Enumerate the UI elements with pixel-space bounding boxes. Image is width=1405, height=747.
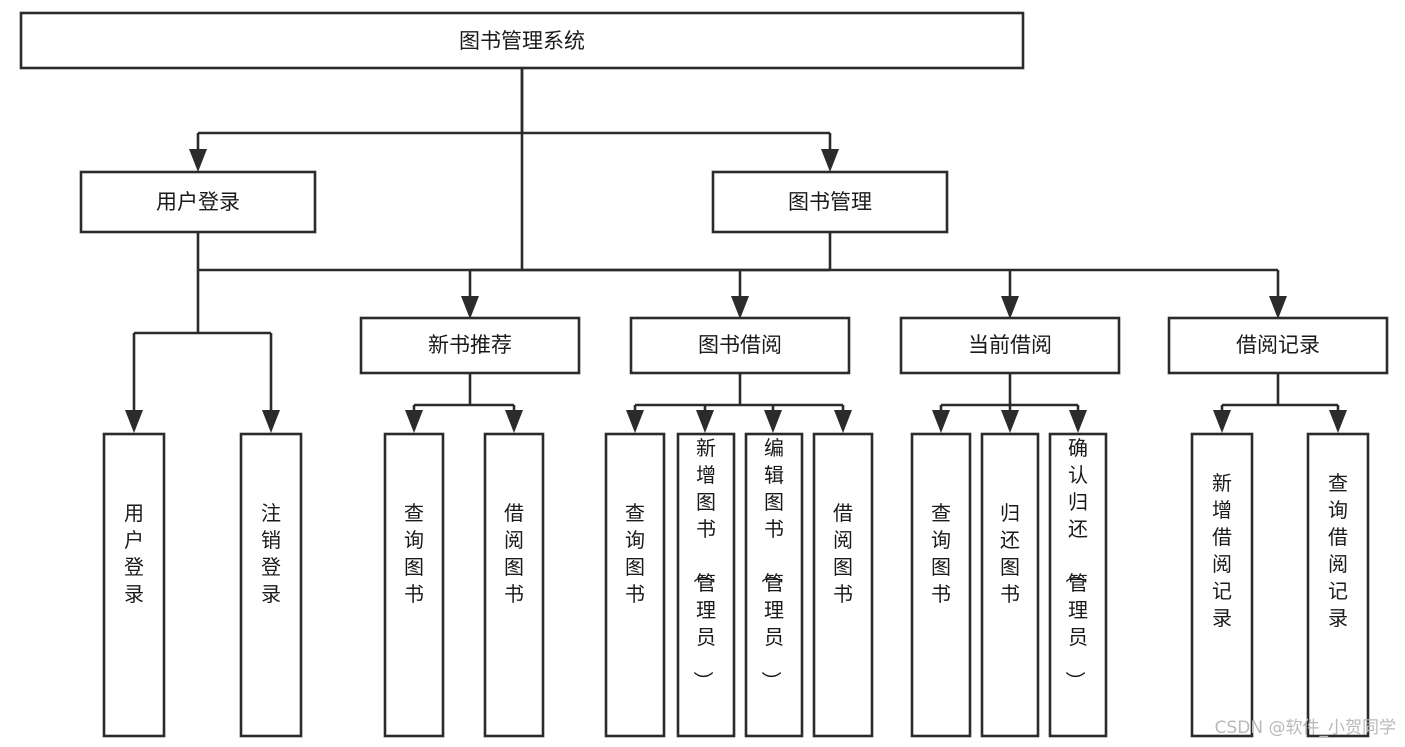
leaf-borrow-book-2[interactable]: 借阅图书 [812, 432, 874, 738]
node-user-login[interactable]: 用户登录 [79, 170, 317, 234]
leaf-borrow-book-2-box[interactable] [812, 432, 874, 738]
arrow-leaf-user-logout [262, 410, 280, 433]
leaf-query-record-box[interactable] [1306, 432, 1370, 738]
node-root-box[interactable] [19, 11, 1025, 70]
connector-layer [125, 68, 1347, 433]
arrow-leaf-query-book-2 [626, 410, 644, 433]
node-new-book-recommend-label: 新书推荐 [428, 333, 512, 357]
node-borrow-record-box[interactable] [1167, 316, 1389, 375]
leaf-add-book[interactable]: 新增图书（管理员） [676, 432, 736, 738]
leaf-query-book-1-label: 查询图书 [404, 501, 424, 606]
leaf-user-logout-label: 注销登录 [261, 501, 281, 606]
leaf-add-record-label: 新增借阅记录 [1212, 471, 1232, 630]
node-book-borrow-label: 图书借阅 [698, 333, 782, 357]
leaf-add-book-label: 新增图书（管理员） [691, 436, 716, 691]
leaf-return-book[interactable]: 归还图书 [980, 432, 1040, 738]
arrow-leaf-borrow-book-1 [505, 410, 523, 433]
arrow-leaf-query-record [1329, 410, 1347, 433]
node-book-borrow-box[interactable] [629, 316, 851, 375]
node-book-borrow[interactable]: 图书借阅 [629, 316, 851, 375]
leaf-user-logout[interactable]: 注销登录 [239, 432, 303, 738]
leaf-user-login[interactable]: 用户登录 [102, 432, 166, 738]
leaf-user-logout-box[interactable] [239, 432, 303, 738]
arrow-book-borrow [731, 296, 749, 319]
node-borrow-record-label: 借阅记录 [1236, 333, 1320, 357]
node-new-book-recommend[interactable]: 新书推荐 [359, 316, 581, 375]
arrow-current-borrow [1001, 296, 1019, 319]
leaf-query-book-2[interactable]: 查询图书 [604, 432, 666, 738]
arrow-user-login [189, 149, 207, 172]
node-user-login-box[interactable] [79, 170, 317, 234]
leaf-add-record[interactable]: 新增借阅记录 [1190, 432, 1254, 738]
csdn-watermark: CSDN @软件_小贺同学 [1215, 718, 1396, 738]
arrow-leaf-edit-book [764, 410, 782, 433]
node-current-borrow-label: 当前借阅 [968, 333, 1052, 357]
leaf-query-book-1-box[interactable] [383, 432, 445, 738]
node-root-label: 图书管理系统 [459, 29, 585, 53]
node-borrow-record[interactable]: 借阅记录 [1167, 316, 1389, 375]
arrow-leaf-user-login [125, 410, 143, 433]
arrow-leaf-query-book-3 [932, 410, 950, 433]
leaf-borrow-book-1[interactable]: 借阅图书 [483, 432, 545, 738]
leaf-confirm-return-label: 确认归还（管理员） [1063, 436, 1088, 691]
node-root[interactable]: 图书管理系统 [19, 11, 1025, 70]
node-user-login-label: 用户登录 [156, 190, 240, 214]
arrow-leaf-query-book-1 [405, 410, 423, 433]
leaf-edit-book[interactable]: 编辑图书（管理员） [744, 432, 804, 738]
arrow-leaf-confirm-return [1069, 410, 1087, 433]
node-book-management-label: 图书管理 [788, 190, 872, 214]
leaf-borrow-book-1-box[interactable] [483, 432, 545, 738]
leaf-query-book-2-box[interactable] [604, 432, 666, 738]
leaf-edit-book-box[interactable] [744, 432, 804, 738]
leaf-query-book-2-label: 查询图书 [625, 501, 645, 606]
node-new-book-recommend-box[interactable] [359, 316, 581, 375]
leaf-confirm-return[interactable]: 确认归还（管理员） [1048, 432, 1108, 738]
leaf-edit-book-label: 编辑图书（管理员） [759, 436, 784, 691]
arrow-leaf-borrow-book-2 [834, 410, 852, 433]
leaf-add-book-box[interactable] [676, 432, 736, 738]
node-book-management[interactable]: 图书管理 [711, 170, 949, 234]
leaf-query-record-label: 查询借阅记录 [1328, 471, 1348, 630]
leaf-query-book-3-box[interactable] [910, 432, 972, 738]
leaf-query-record[interactable]: 查询借阅记录 [1306, 432, 1370, 738]
node-book-management-box[interactable] [711, 170, 949, 234]
leaf-query-book-1[interactable]: 查询图书 [383, 432, 445, 738]
leaf-confirm-return-box[interactable] [1048, 432, 1108, 738]
leaf-return-book-label: 归还图书 [1000, 501, 1020, 606]
arrow-leaf-add-record [1213, 410, 1231, 433]
arrow-leaf-add-book [696, 410, 714, 433]
arrow-leaf-return-book [1001, 410, 1019, 433]
leaf-query-book-3-label: 查询图书 [931, 501, 951, 606]
leaf-query-book-3[interactable]: 查询图书 [910, 432, 972, 738]
arrow-book-management [821, 149, 839, 172]
leaf-user-login-box[interactable] [102, 432, 166, 738]
arrow-borrow-record [1269, 296, 1287, 319]
node-current-borrow[interactable]: 当前借阅 [899, 316, 1121, 375]
node-current-borrow-box[interactable] [899, 316, 1121, 375]
leaf-add-record-box[interactable] [1190, 432, 1254, 738]
leaf-return-book-box[interactable] [980, 432, 1040, 738]
arrow-new-book-recommend [461, 296, 479, 319]
leaf-borrow-book-2-label: 借阅图书 [833, 501, 853, 606]
leaf-borrow-book-1-label: 借阅图书 [504, 501, 524, 606]
leaf-user-login-label: 用户登录 [124, 501, 144, 606]
